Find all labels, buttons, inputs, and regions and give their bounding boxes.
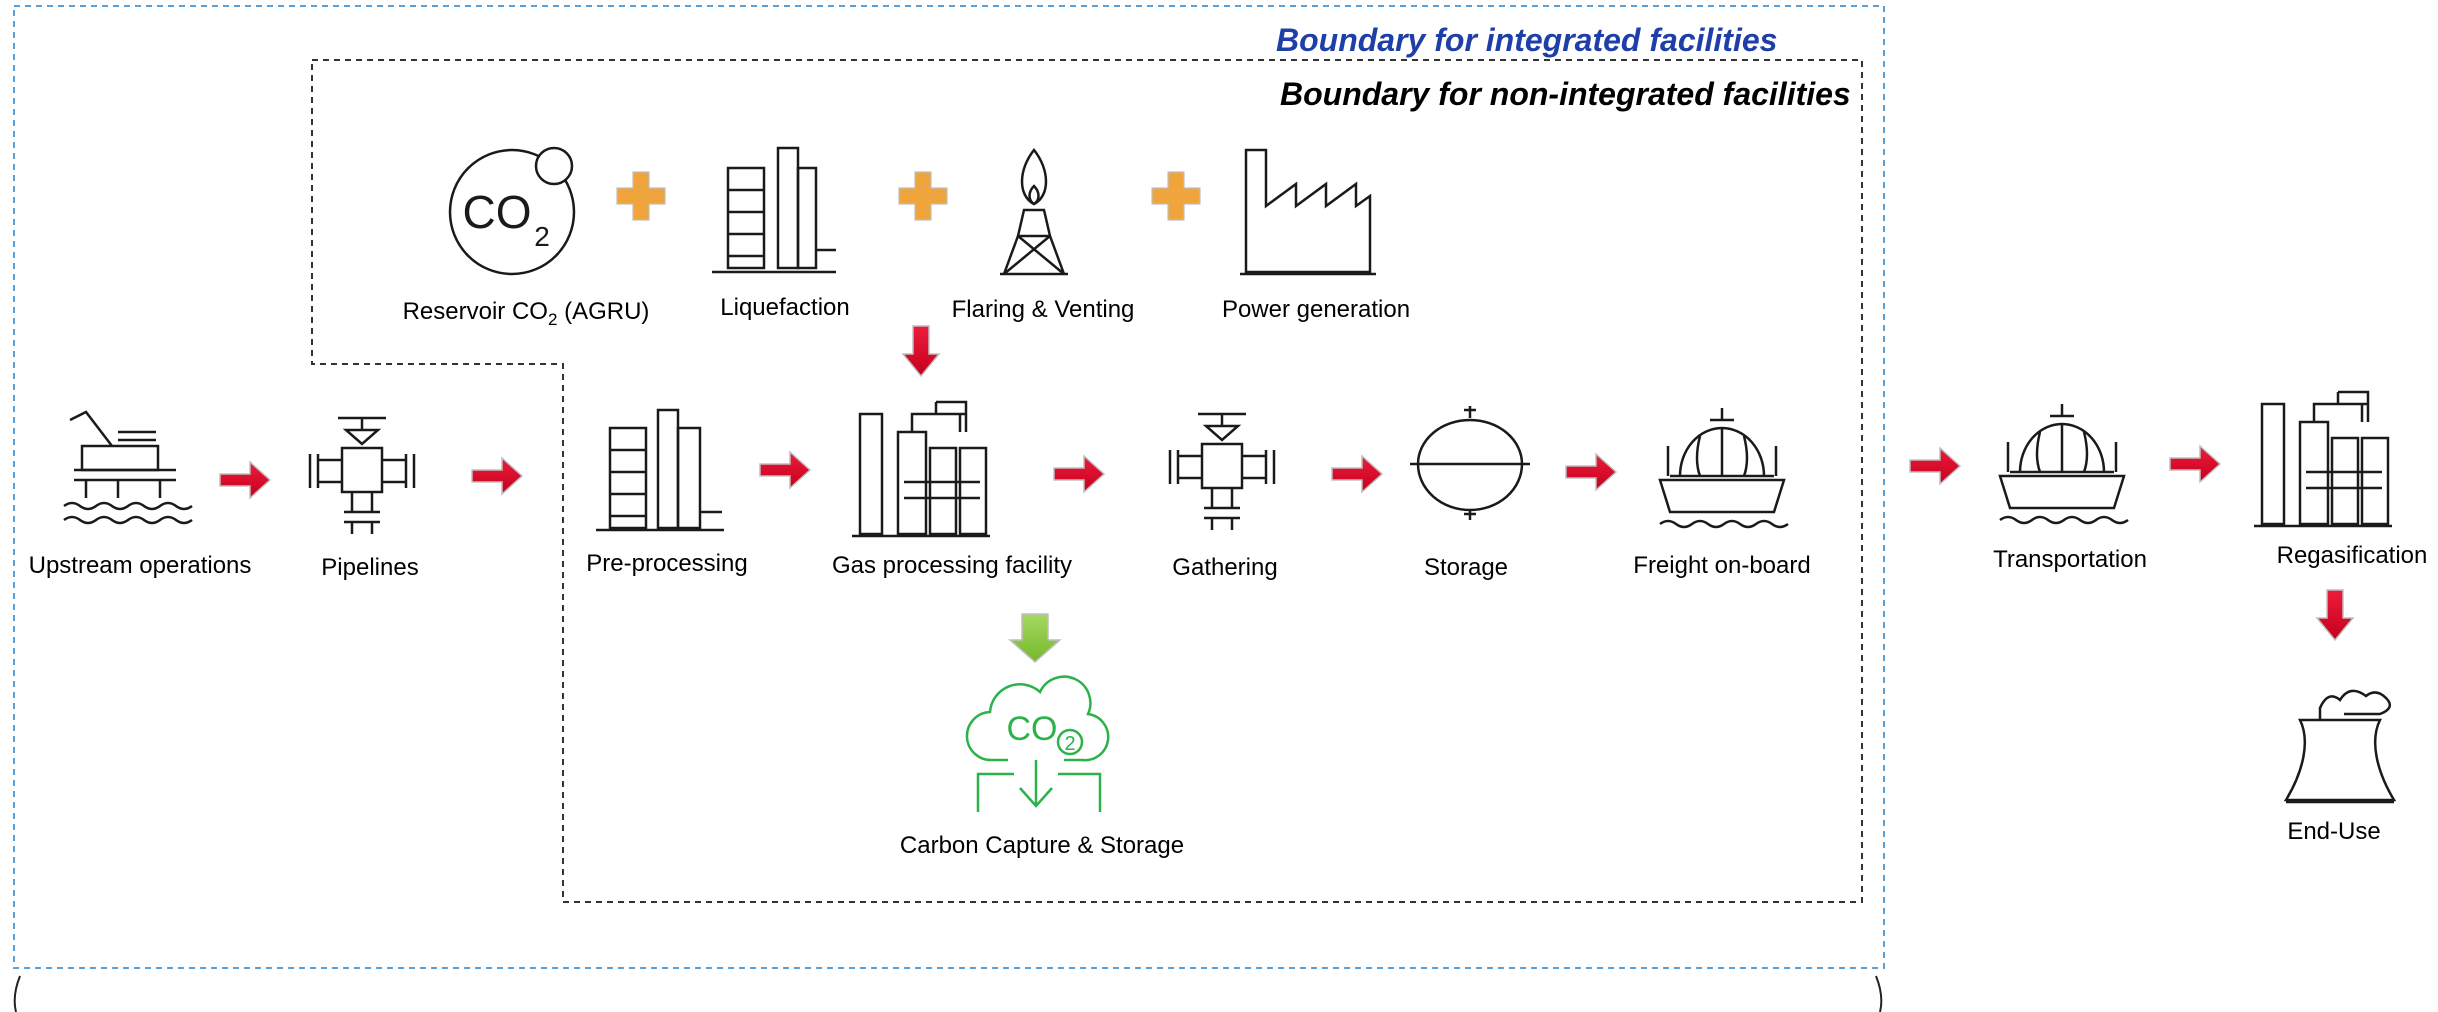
flare-icon [1000,147,1068,276]
valve-icon [308,416,416,534]
flaring-venting-label: Flaring & Venting [951,296,1135,323]
flow-arrow [2169,445,2221,483]
ccs-icon-text: CO [1007,710,1058,748]
regasification-icon [2254,390,2392,528]
preprocessing-icon [596,408,724,532]
transport-ship-icon [1998,404,2129,525]
integrated-boundary-title: Boundary for integrated facilities [1276,22,1778,58]
lng-ship-icon [1658,408,1789,529]
cooling-tower-icon [2283,689,2397,804]
bottom-brace [13,975,1883,1012]
regasification-label: Regasification [2276,542,2428,569]
ccs-icon: CO 2 [965,675,1110,812]
reservoir-co2-label-sub: 2 [547,310,558,329]
gas-processing-label: Gas processing facility [831,552,1073,579]
flow-arrow [1909,447,1961,485]
plus-icon [616,171,666,221]
gathering-label: Gathering [1172,554,1278,581]
flow-arrow [1331,455,1383,493]
non-integrated-boundary-title: Boundary for non-integrated facilities [1280,76,1851,112]
storage-tank-icon [1410,406,1530,520]
factory-icon [1240,148,1376,276]
end-use-label: End-Use [2287,818,2381,845]
liquefaction-label: Liquefaction [720,294,850,321]
non-integrated-boundary [311,59,1863,903]
pipelines-label: Pipelines [321,554,419,581]
power-generation-label: Power generation [1221,296,1411,323]
flow-arrow [1053,455,1105,493]
co2-icon: CO 2 [448,146,576,276]
flow-arrow [219,461,271,499]
upstream-operations-label: Upstream operations [28,552,252,579]
flow-arrow [1565,453,1617,491]
liquefaction-icon [712,146,836,274]
storage-label: Storage [1423,554,1509,581]
co2-icon-subscript: 2 [534,221,550,252]
ccs-down-arrow [1008,613,1062,663]
co2-icon-text: CO [463,186,532,238]
ccs-icon-subscript: 2 [1064,733,1075,755]
plus-icon [1151,171,1201,221]
integrated-boundary [13,5,1885,969]
gas-processing-icon [852,400,990,538]
flow-arrow-down [2316,589,2354,641]
gathering-valve-icon [1168,412,1276,530]
flow-arrow [471,457,523,495]
preprocessing-label: Pre-processing [586,550,748,577]
reservoir-co2-label-suffix: (AGRU) [557,298,650,325]
flow-arrow-down [902,325,940,377]
transportation-label: Transportation [1993,546,2147,573]
freight-on-board-label: Freight on-board [1633,552,1811,579]
reservoir-co2-label: Reservoir CO2 (AGRU) [402,298,650,329]
flow-arrow [759,451,811,489]
plus-icon [898,171,948,221]
ccs-label: Carbon Capture & Storage [899,832,1185,859]
offshore-platform-icon [63,410,193,525]
reservoir-co2-label-main: Reservoir CO [402,298,548,325]
